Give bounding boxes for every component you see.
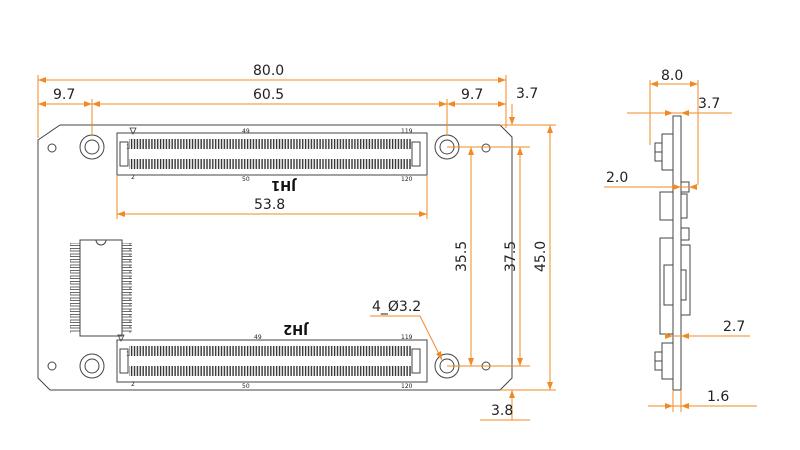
- pin-label-119: 119: [401, 128, 413, 135]
- dim-overall-width: 80.0: [253, 63, 284, 79]
- connector-jh2: 1 2 49 50 119 120: [116, 334, 428, 390]
- side-components: [659, 181, 691, 335]
- dim-overall-height: 45.0: [533, 241, 549, 272]
- side-dimension-lines: [604, 80, 757, 412]
- pin-label-1: 1: [126, 144, 130, 151]
- connector-label-jh1: JH1: [271, 177, 297, 192]
- side-view: 8.0 3.7 2.0 2.7 1.6: [604, 68, 757, 412]
- dim-connector-vertical: 37.5: [503, 241, 519, 272]
- pin-label-50: 50: [242, 176, 250, 183]
- ic-chip: [70, 239, 132, 337]
- top-view: 1 2 49 50 119 120 JH1 1 2 49 50 119 120 …: [37, 63, 556, 421]
- pin-label-49: 49: [242, 128, 250, 135]
- corner-hole-bl: [47, 361, 57, 371]
- dim-left-offset: 9.7: [53, 87, 75, 103]
- side-connector-top: [654, 133, 674, 171]
- pin-label-1b: 1: [126, 351, 130, 358]
- dimension-lines: [37, 75, 556, 421]
- pin-label-50b: 50: [242, 383, 250, 390]
- mount-hole-tl: [79, 134, 105, 160]
- dim-hole-vertical: 35.5: [454, 241, 470, 272]
- dim-side-connector-height: 2.0: [606, 170, 628, 186]
- pin-label-120: 120: [401, 176, 413, 183]
- corner-hole-tl: [47, 143, 57, 153]
- connector-label-jh2: JH2: [283, 321, 309, 336]
- dim-board-thickness: 1.6: [707, 389, 729, 405]
- pin-label-120b: 120: [401, 383, 413, 390]
- dim-mount-holes: 4_Ø3.2: [372, 299, 421, 315]
- dim-bottom-margin: 3.8: [491, 403, 513, 419]
- pin-label-119b: 119: [401, 334, 413, 341]
- dim-right-offset: 9.7: [461, 87, 483, 103]
- dim-side-component-height: 2.7: [723, 319, 745, 335]
- connector-jh1: 1 2 49 50 119 120: [116, 127, 428, 183]
- pin-label-2: 2: [131, 174, 135, 181]
- mount-hole-bl: [79, 353, 105, 379]
- dim-total-depth: 8.0: [661, 68, 683, 84]
- side-connector-bottom: [654, 342, 674, 380]
- dim-top-margin: 3.7: [516, 86, 538, 102]
- dim-hole-spacing: 60.5: [253, 87, 284, 103]
- dim-connector-length: 53.8: [254, 197, 285, 213]
- side-board: [672, 115, 682, 391]
- pin-label-49b: 49: [254, 334, 262, 341]
- pin-label-2b: 2: [131, 381, 135, 388]
- corner-hole-tr: [481, 143, 491, 153]
- dim-side-top-offset: 3.7: [698, 96, 720, 112]
